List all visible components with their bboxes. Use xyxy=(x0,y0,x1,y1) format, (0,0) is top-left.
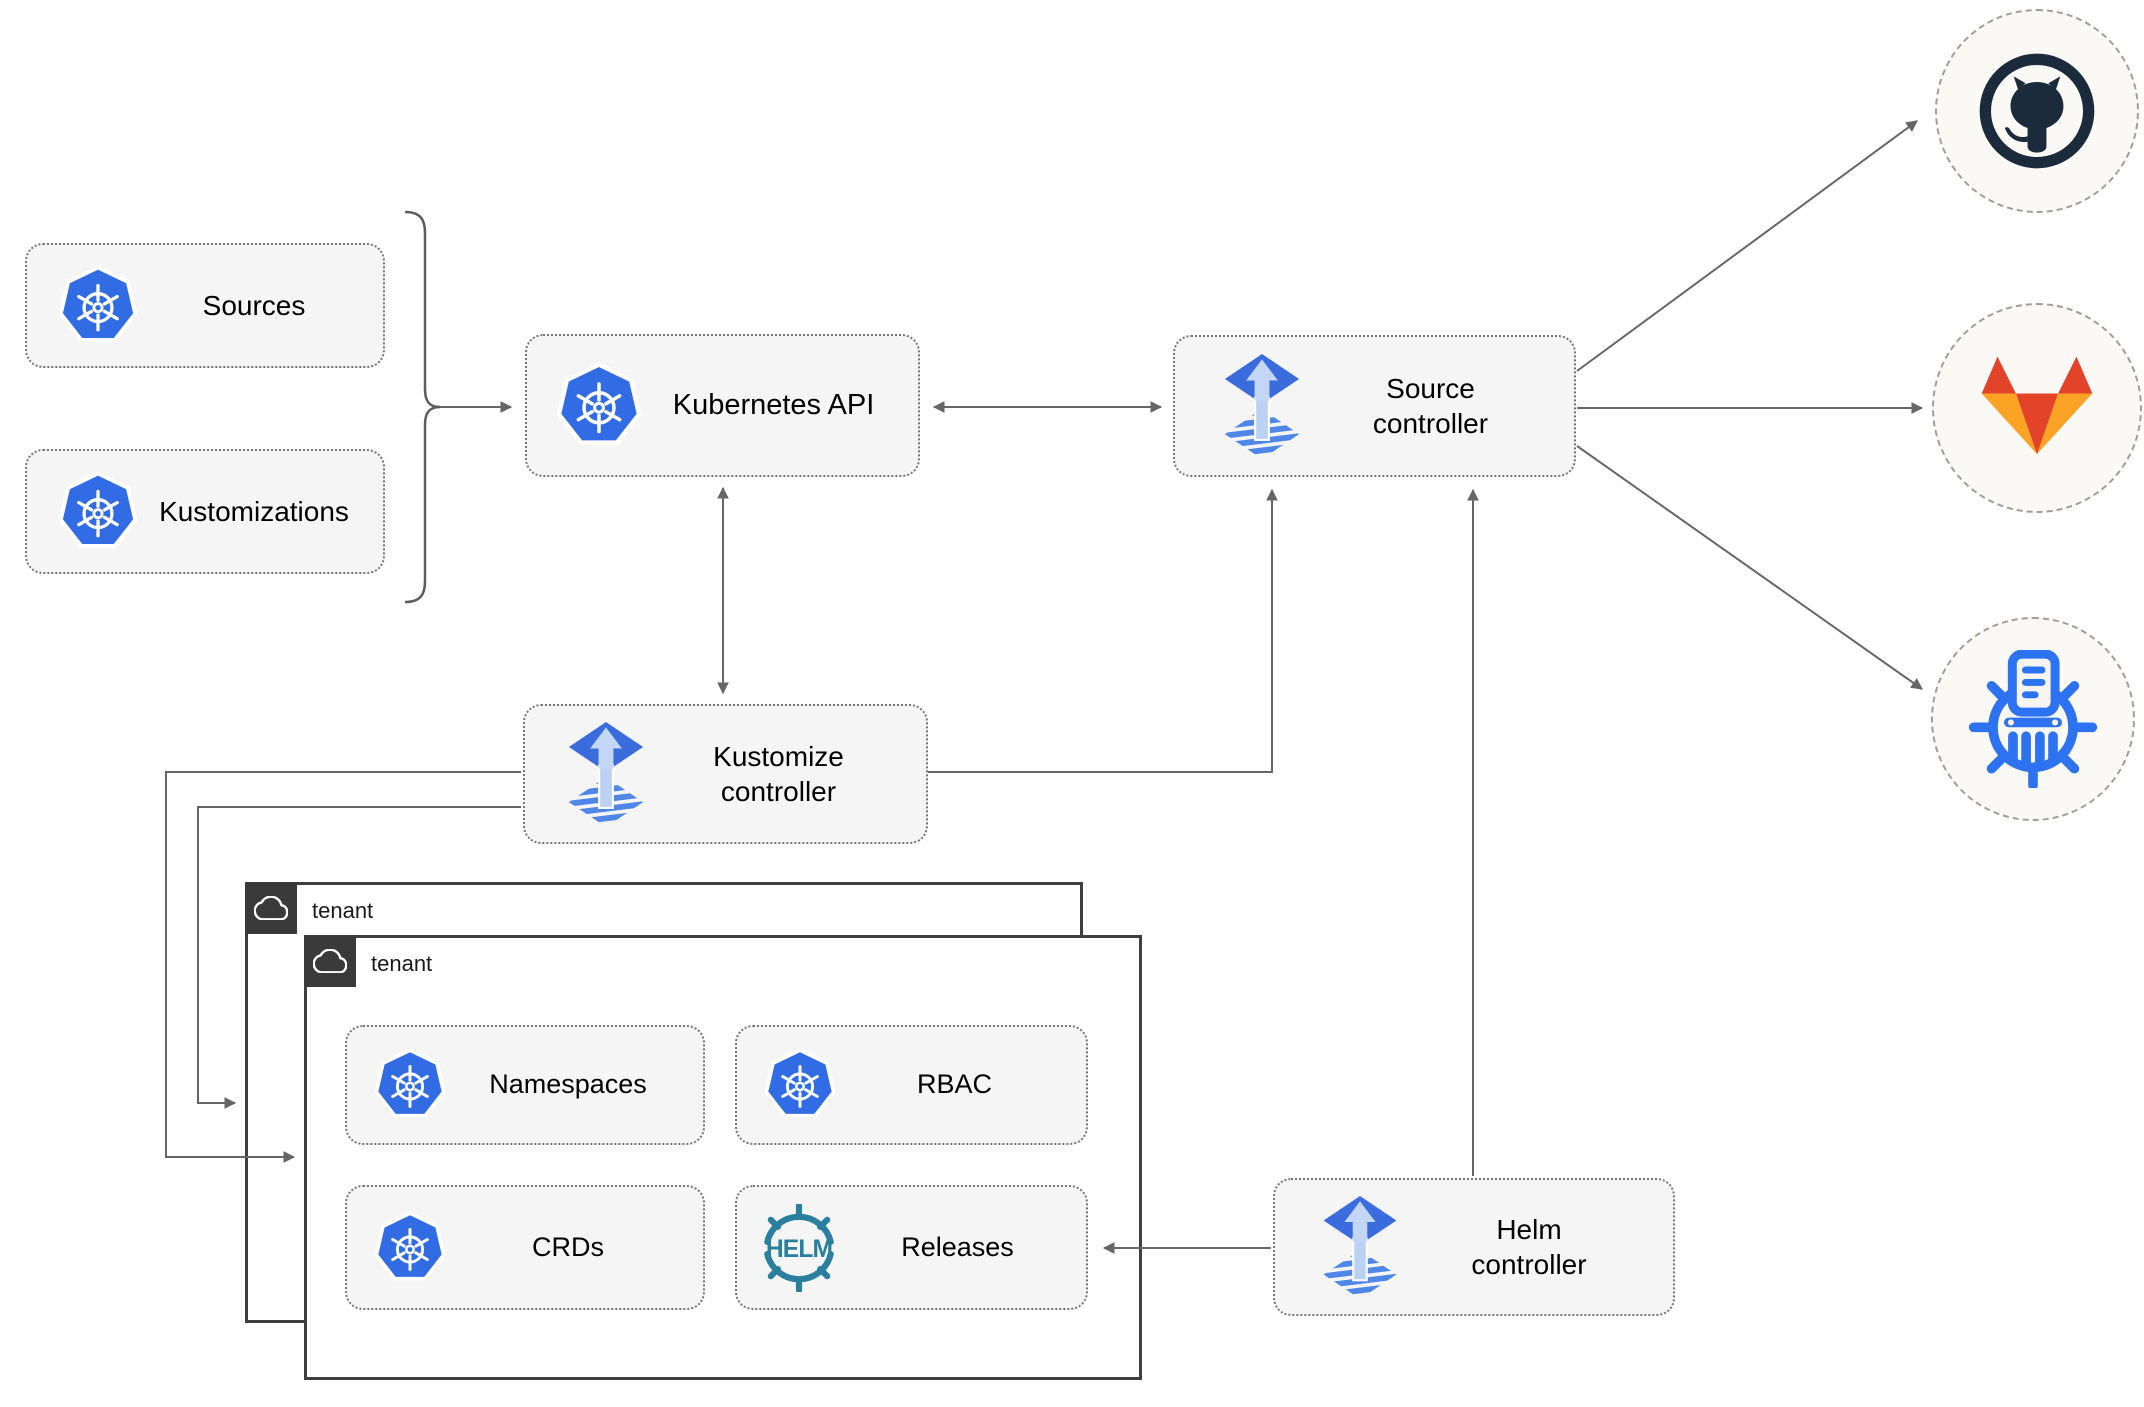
github-icon xyxy=(1974,48,2100,174)
flux-icon xyxy=(1223,353,1301,459)
kubernetes-icon xyxy=(763,1048,837,1122)
node-releases: Releases xyxy=(735,1185,1088,1310)
node-github xyxy=(1935,9,2139,213)
node-sources: Sources xyxy=(25,243,385,368)
kubernetes-icon xyxy=(57,265,139,347)
edge-kustomize-to-source-controller xyxy=(928,488,1278,773)
node-kubernetes-api: Kubernetes API xyxy=(525,334,920,477)
cloud-icon xyxy=(254,896,288,920)
node-kustomize-controller: Kustomize controller xyxy=(523,704,928,844)
node-gitlab xyxy=(1932,303,2142,513)
flux-icon xyxy=(1321,1195,1399,1299)
gitlab-icon xyxy=(1971,354,2103,462)
node-label: Releases xyxy=(901,1231,1014,1262)
node-kustomizations: Kustomizations xyxy=(25,449,385,574)
tenant-badge xyxy=(245,882,297,934)
node-rbac: RBAC xyxy=(735,1025,1088,1145)
node-chartmuseum xyxy=(1931,617,2135,821)
kubernetes-icon xyxy=(373,1211,447,1285)
tenant-label: tenant xyxy=(371,951,433,976)
node-label: Helm controller xyxy=(1471,1214,1587,1280)
node-crds: CRDs xyxy=(345,1185,705,1310)
node-label: Kubernetes API xyxy=(672,389,875,422)
flux-icon xyxy=(567,721,645,827)
node-label: Sources xyxy=(202,290,306,321)
chartmuseum-icon xyxy=(1964,650,2102,788)
node-label: CRDs xyxy=(532,1231,604,1262)
kubernetes-icon xyxy=(373,1048,447,1122)
kubernetes-icon xyxy=(57,471,139,553)
cloud-icon xyxy=(313,949,347,973)
tenant-container-inner: tenant xyxy=(304,935,1142,1380)
edge-source-to-chartmuseum xyxy=(1576,445,1923,690)
node-label: Source controller xyxy=(1372,373,1489,439)
node-label: Namespaces xyxy=(489,1069,647,1100)
node-label: Kustomizations xyxy=(159,496,349,527)
node-label: RBAC xyxy=(916,1069,992,1100)
node-source-controller: Source controller xyxy=(1173,335,1576,477)
bracket-sources-group xyxy=(404,210,441,604)
edge-source-to-github xyxy=(1576,120,1918,372)
kubernetes-icon xyxy=(555,362,643,450)
node-helm-controller: Helm controller xyxy=(1273,1178,1675,1316)
node-namespaces: Namespaces xyxy=(345,1025,705,1145)
helm-icon xyxy=(755,1204,843,1292)
tenant-label: tenant xyxy=(312,898,374,923)
tenant-badge xyxy=(304,935,356,987)
node-label: Kustomize controller xyxy=(713,741,844,807)
